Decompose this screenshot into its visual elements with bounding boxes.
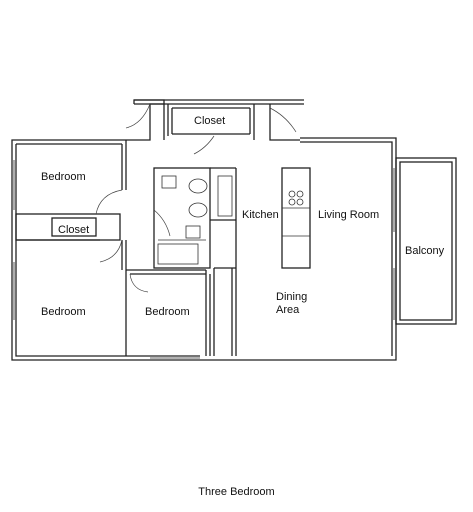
interior-walls [15, 140, 457, 356]
windows [13, 160, 395, 359]
plan-caption: Three Bedroom [198, 486, 275, 498]
room-label-kitchen: Kitchen [242, 209, 279, 221]
room-label-bedroom-middle: Bedroom [145, 306, 190, 318]
room-label-living-room: Living Room [318, 209, 380, 221]
room-label-closet-top: Closet [194, 115, 226, 127]
room-label-closet-left: Closet [58, 224, 90, 236]
doors [95, 103, 297, 293]
room-label-balcony: Balcony [405, 245, 445, 257]
kitchen-appliances [288, 190, 304, 206]
room-label-bedroom-bottom: Bedroom [41, 306, 86, 318]
room-label-bedroom-top: Bedroom [41, 171, 86, 183]
bathroom-fixtures [157, 175, 233, 265]
room-label-dining-area: Dining Area [276, 291, 308, 316]
